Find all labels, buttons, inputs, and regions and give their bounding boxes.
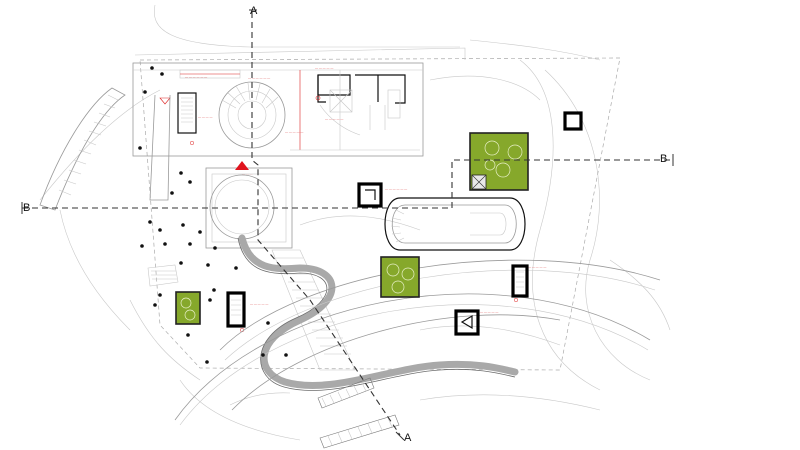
central-plaza [205, 161, 293, 249]
svg-text:— — — — —: — — — — — [528, 265, 546, 269]
svg-text:— — — —: — — — — [198, 115, 213, 119]
svg-text:— — — — —: — — — — — [480, 310, 498, 314]
section-b-right-label: B [660, 153, 667, 165]
section-line-b: B B [21, 153, 674, 214]
svg-text:— — — — —: — — — — — [325, 117, 343, 121]
plaza-stairs [271, 249, 356, 371]
site-dots [138, 66, 288, 364]
green-courtyard-west [175, 291, 201, 325]
section-a-bottom-label: A [404, 432, 412, 444]
svg-text:— — — — —: — — — — — [315, 66, 333, 70]
green-courtyards [175, 132, 529, 325]
terrain-contours [39, 4, 671, 441]
section-line-a: A A [249, 5, 412, 444]
svg-text:— — — — — —: — — — — — — [248, 76, 270, 80]
green-courtyard-center [380, 256, 420, 298]
svg-text:— — — — —: — — — — — [250, 302, 268, 306]
parking-left [39, 87, 171, 211]
svg-text:— — — — — —: — — — — — — [185, 75, 207, 79]
site-boundary [139, 57, 621, 371]
svg-text:— — — — — —: — — — — — — [385, 187, 407, 191]
ramp-structure [384, 197, 526, 251]
red-triangle-icon [235, 161, 249, 170]
room-annotations: — — — — — — — — — — — — — — — — — — — — … [159, 66, 546, 333]
pavilions [226, 111, 583, 336]
section-a-top-label: A [250, 5, 258, 17]
svg-text:— — — — —: — — — — — [285, 130, 303, 134]
main-building [132, 47, 466, 157]
section-b-left-label: B [23, 202, 30, 214]
hatched-strips [147, 264, 400, 449]
